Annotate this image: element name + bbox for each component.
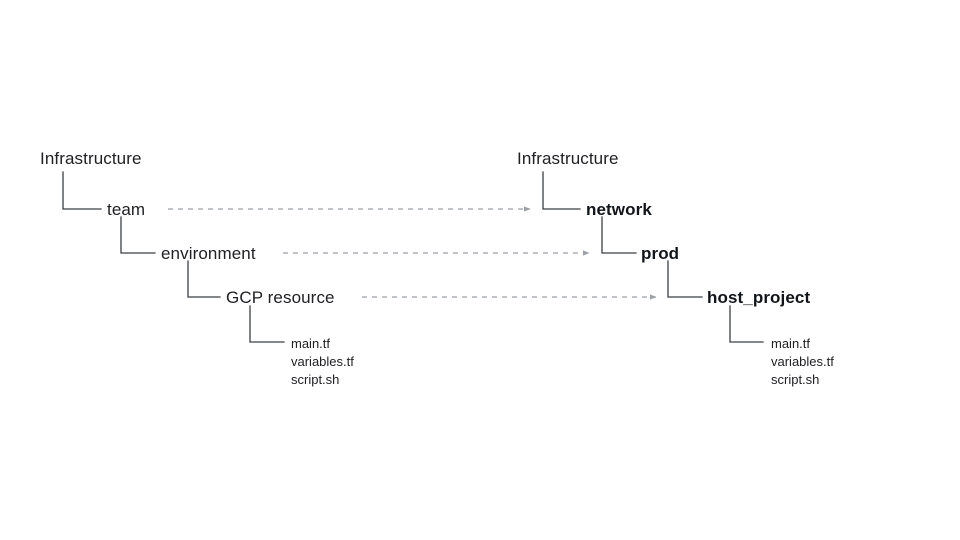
left-file-list: main.tf variables.tf script.sh xyxy=(291,335,354,389)
team-node[interactable]: team xyxy=(107,200,146,219)
elbow-team-to-environment xyxy=(120,216,156,254)
right-root-label: Infrastructure xyxy=(517,149,619,168)
left-root-label: Infrastructure xyxy=(40,149,142,168)
left-file-script-sh[interactable]: script.sh xyxy=(291,372,340,387)
right-file-variables-tf[interactable]: variables.tf xyxy=(771,354,834,369)
elbow-prod-to-host-project xyxy=(667,260,703,298)
left-file-main-tf[interactable]: main.tf xyxy=(291,336,331,351)
elbow-gcp-resource-to-files xyxy=(249,305,285,343)
host-project-node[interactable]: host_project xyxy=(707,288,811,307)
network-node[interactable]: network xyxy=(586,200,652,219)
right-file-list: main.tf variables.tf script.sh xyxy=(771,335,834,389)
environment-node[interactable]: environment xyxy=(161,244,256,263)
left-file-variables-tf[interactable]: variables.tf xyxy=(291,354,354,369)
elbow-host-project-to-files xyxy=(729,305,764,343)
gcp-resource-node[interactable]: GCP resource xyxy=(226,288,335,307)
elbow-infrastructure-to-network xyxy=(542,171,581,210)
right-file-script-sh[interactable]: script.sh xyxy=(771,372,820,387)
elbow-network-to-prod xyxy=(601,216,637,254)
elbow-environment-to-gcp-resource xyxy=(187,260,221,298)
elbow-infrastructure-to-team xyxy=(62,171,102,210)
right-file-main-tf[interactable]: main.tf xyxy=(771,336,811,351)
prod-node[interactable]: prod xyxy=(641,244,680,263)
